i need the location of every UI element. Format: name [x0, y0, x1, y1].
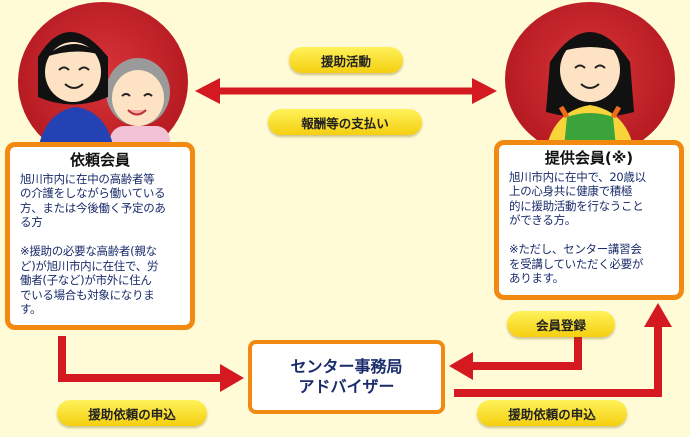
- provider-woman-apron-icon: [545, 32, 635, 157]
- request-arrow-left: [58, 336, 244, 392]
- provider-description: 旭川市内に在中で、20歳以 上の心身共に健康で積極 的に援助活動を行なうこと が…: [509, 169, 646, 286]
- request-arrow-right: [454, 303, 672, 397]
- registration-arrow: [449, 336, 582, 380]
- requester-description: 旭川市内に在中の高齢者等 の介護をしながら働いている 方、または今後働く予定のあ…: [20, 171, 166, 317]
- payment-label: 報酬等の支払い: [268, 109, 422, 135]
- requester-portrait: [18, 2, 188, 162]
- requester-caregiver-and-elderly-icon: [36, 32, 170, 162]
- requester-title: 依頼会員: [69, 151, 130, 169]
- request-label-right: 援助依頼の申込: [477, 400, 627, 426]
- member-registration-label: 会員登録: [507, 311, 615, 337]
- support-activity-label: 援助活動: [289, 47, 403, 73]
- exchange-arrow: [195, 78, 497, 104]
- requester-card: 依頼会員 旭川市内に在中の高齢者等 の介護をしながら働いている 方、または今後働…: [5, 142, 195, 330]
- provider-title: 提供会員(※): [544, 149, 634, 167]
- request-label-left: 援助依頼の申込: [57, 400, 207, 426]
- center-office-box: センター事務局 アドバイザー: [248, 340, 445, 414]
- provider-card: 提供会員(※) 旭川市内に在中で、20歳以 上の心身共に健康で積極 的に援助活動…: [494, 140, 684, 300]
- provider-portrait: [505, 2, 675, 157]
